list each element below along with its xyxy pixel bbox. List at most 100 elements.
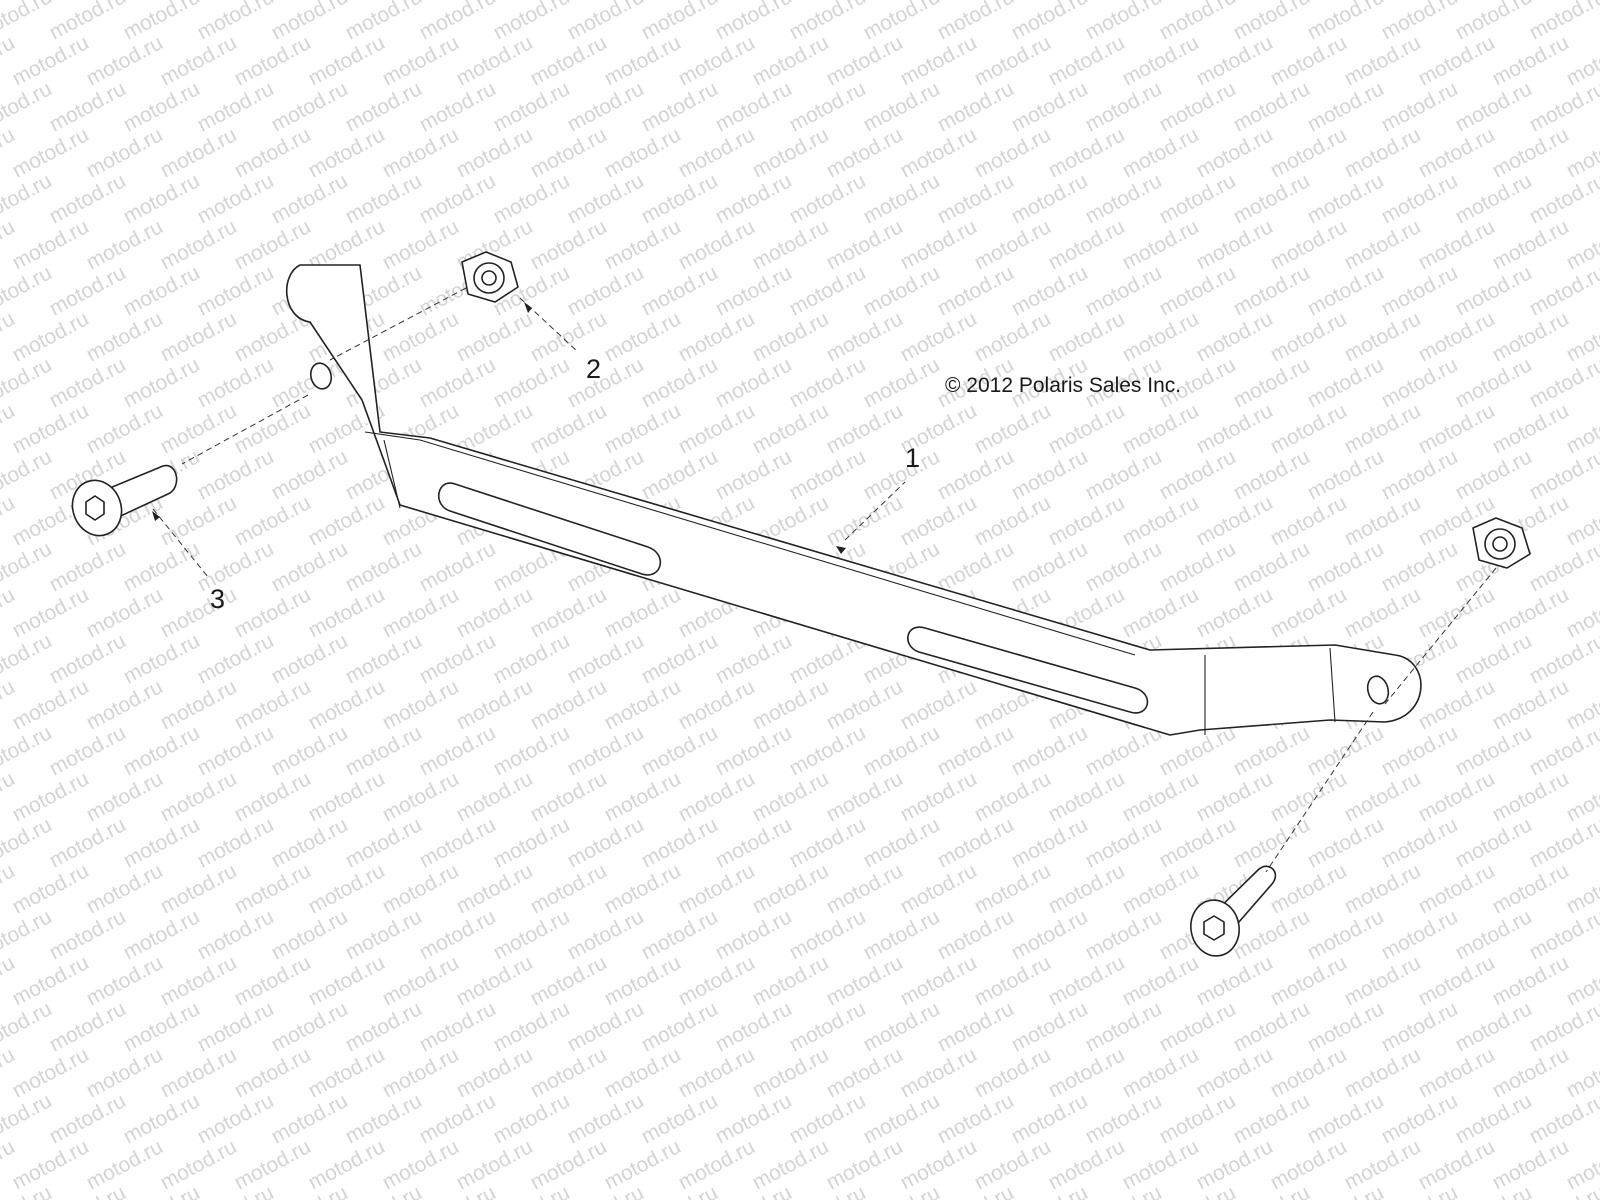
watermark-text: motod.ru	[1304, 905, 1388, 964]
watermark-text: motod.ru	[83, 1135, 167, 1194]
watermark-text: motod.ru	[675, 859, 759, 918]
watermark-text: motod.ru	[1452, 813, 1536, 872]
watermark-text: motod.ru	[120, 905, 204, 964]
callout-3: 3	[210, 584, 225, 614]
watermark-text: motod.ru	[1045, 767, 1129, 826]
watermark-text: motod.ru	[1193, 307, 1277, 366]
watermark-text: motod.ru	[897, 491, 981, 550]
watermark-text: motod.ru	[1341, 859, 1425, 918]
watermark-text: motod.ru	[231, 31, 315, 90]
watermark-text: motod.ru	[638, 1089, 722, 1148]
watermark-text: motod.ru	[490, 0, 574, 44]
watermark-text: motod.ru	[675, 307, 759, 366]
watermark-text: motod.ru	[786, 721, 870, 780]
watermark-text: motod.ru	[712, 813, 796, 872]
watermark-text: motod.ru	[675, 1135, 759, 1194]
watermark-text: motod.ru	[1304, 77, 1388, 136]
watermark-text: motod.ru	[1415, 307, 1499, 366]
watermark-text: motod.ru	[1378, 77, 1462, 136]
watermark-text: motod.ru	[1267, 951, 1351, 1010]
watermark-text: motod.ru	[1045, 1135, 1129, 1194]
watermark-text: motod.ru	[157, 767, 241, 826]
watermark-text: motod.ru	[1267, 123, 1351, 182]
watermark-text: motod.ru	[712, 169, 796, 228]
watermark-text: motod.ru	[971, 215, 1055, 274]
watermark-text: motod.ru	[601, 399, 685, 458]
watermark-text: motod.ru	[157, 123, 241, 182]
watermark-text: motod.ru	[46, 537, 130, 596]
watermark-text: motod.ru	[157, 859, 241, 918]
watermark-text: motod.ru	[1119, 491, 1203, 550]
watermark-text: motod.ru	[231, 767, 315, 826]
watermark-text: motod.ru	[268, 905, 352, 964]
watermark-text: motod.ru	[1489, 675, 1573, 734]
watermark-text: motod.ru	[749, 307, 833, 366]
watermark-text: motod.ru	[268, 445, 352, 504]
watermark-text: motod.ru	[527, 31, 611, 90]
watermark-text: motod.ru	[564, 169, 648, 228]
watermark-text: motod.ru	[1452, 997, 1536, 1056]
watermark-text: motod.ru	[46, 813, 130, 872]
watermark-text: motod.ru	[342, 169, 426, 228]
watermark-text: motod.ru	[1304, 537, 1388, 596]
watermark-text: motod.ru	[1119, 583, 1203, 642]
callout-1: 1	[905, 443, 920, 473]
watermark-text: motod.ru	[1156, 537, 1240, 596]
watermark-text: motod.ru	[83, 399, 167, 458]
watermark-text: motod.ru	[231, 1135, 315, 1194]
watermark-text: motod.ru	[120, 261, 204, 320]
watermark-text: motod.ru	[675, 399, 759, 458]
watermark-text: motod.ru	[675, 215, 759, 274]
watermark-text: motod.ru	[157, 675, 241, 734]
watermark-text: motod.ru	[46, 997, 130, 1056]
watermark-text: motod.ru	[157, 307, 241, 366]
watermark-text: motod.ru	[786, 0, 870, 44]
watermark-text: motod.ru	[1267, 31, 1351, 90]
watermark-text: motod.ru	[305, 583, 389, 642]
watermark-text: motod.ru	[971, 123, 1055, 182]
watermark-text: motod.ru	[1341, 951, 1425, 1010]
watermark-text: motod.ru	[1378, 445, 1462, 504]
watermark-text: motod.ru	[1156, 261, 1240, 320]
watermark-text: motod.ru	[379, 951, 463, 1010]
watermark-text: motod.ru	[194, 0, 278, 44]
watermark-text: motod.ru	[712, 997, 796, 1056]
watermark-text: motod.ru	[860, 261, 944, 320]
watermark-text: motod.ru	[1045, 1043, 1129, 1102]
watermark-text: motod.ru	[860, 169, 944, 228]
watermark-text: motod.ru	[934, 77, 1018, 136]
watermark-text: motod.ru	[675, 1043, 759, 1102]
watermark-text: motod.ru	[527, 859, 611, 918]
watermark-text: motod.ru	[9, 767, 93, 826]
watermark-text: motod.ru	[1452, 353, 1536, 412]
watermark-text: motod.ru	[860, 813, 944, 872]
watermark-text: motod.ru	[1230, 169, 1314, 228]
watermark-text: motod.ru	[305, 1043, 389, 1102]
watermark-text: motod.ru	[416, 353, 500, 412]
watermark-text: motod.ru	[231, 583, 315, 642]
watermark-text: motod.ru	[1045, 307, 1129, 366]
watermark-text: motod.ru	[1452, 445, 1536, 504]
watermark-text: motod.ru	[564, 905, 648, 964]
watermark-text: motod.ru	[120, 813, 204, 872]
watermark-text: motod.ru	[83, 1043, 167, 1102]
watermark-text: motod.ru	[971, 31, 1055, 90]
watermark-text: motod.ru	[1489, 767, 1573, 826]
watermark-text: motod.ru	[120, 537, 204, 596]
watermark-text: motod.ru	[1082, 1089, 1166, 1148]
watermark-text: motod.ru	[1341, 1135, 1425, 1194]
pointer-marks	[152, 302, 846, 554]
watermark-text: motod.ru	[453, 123, 537, 182]
watermark-text: motod.ru	[1119, 31, 1203, 90]
watermark-text: motod.ru	[342, 813, 426, 872]
watermark-text: motod.ru	[1378, 537, 1462, 596]
watermark-text: motod.ru	[268, 1089, 352, 1148]
watermark-text: motod.ru	[1415, 583, 1499, 642]
watermark-text: motod.ru	[83, 123, 167, 182]
watermark-text: motod.ru	[1267, 767, 1351, 826]
watermark-text: motod.ru	[823, 491, 907, 550]
watermark-text: motod.ru	[601, 951, 685, 1010]
watermark-text: motod.ru	[268, 813, 352, 872]
watermark-text: motod.ru	[564, 629, 648, 688]
watermark-text: motod.ru	[1415, 767, 1499, 826]
